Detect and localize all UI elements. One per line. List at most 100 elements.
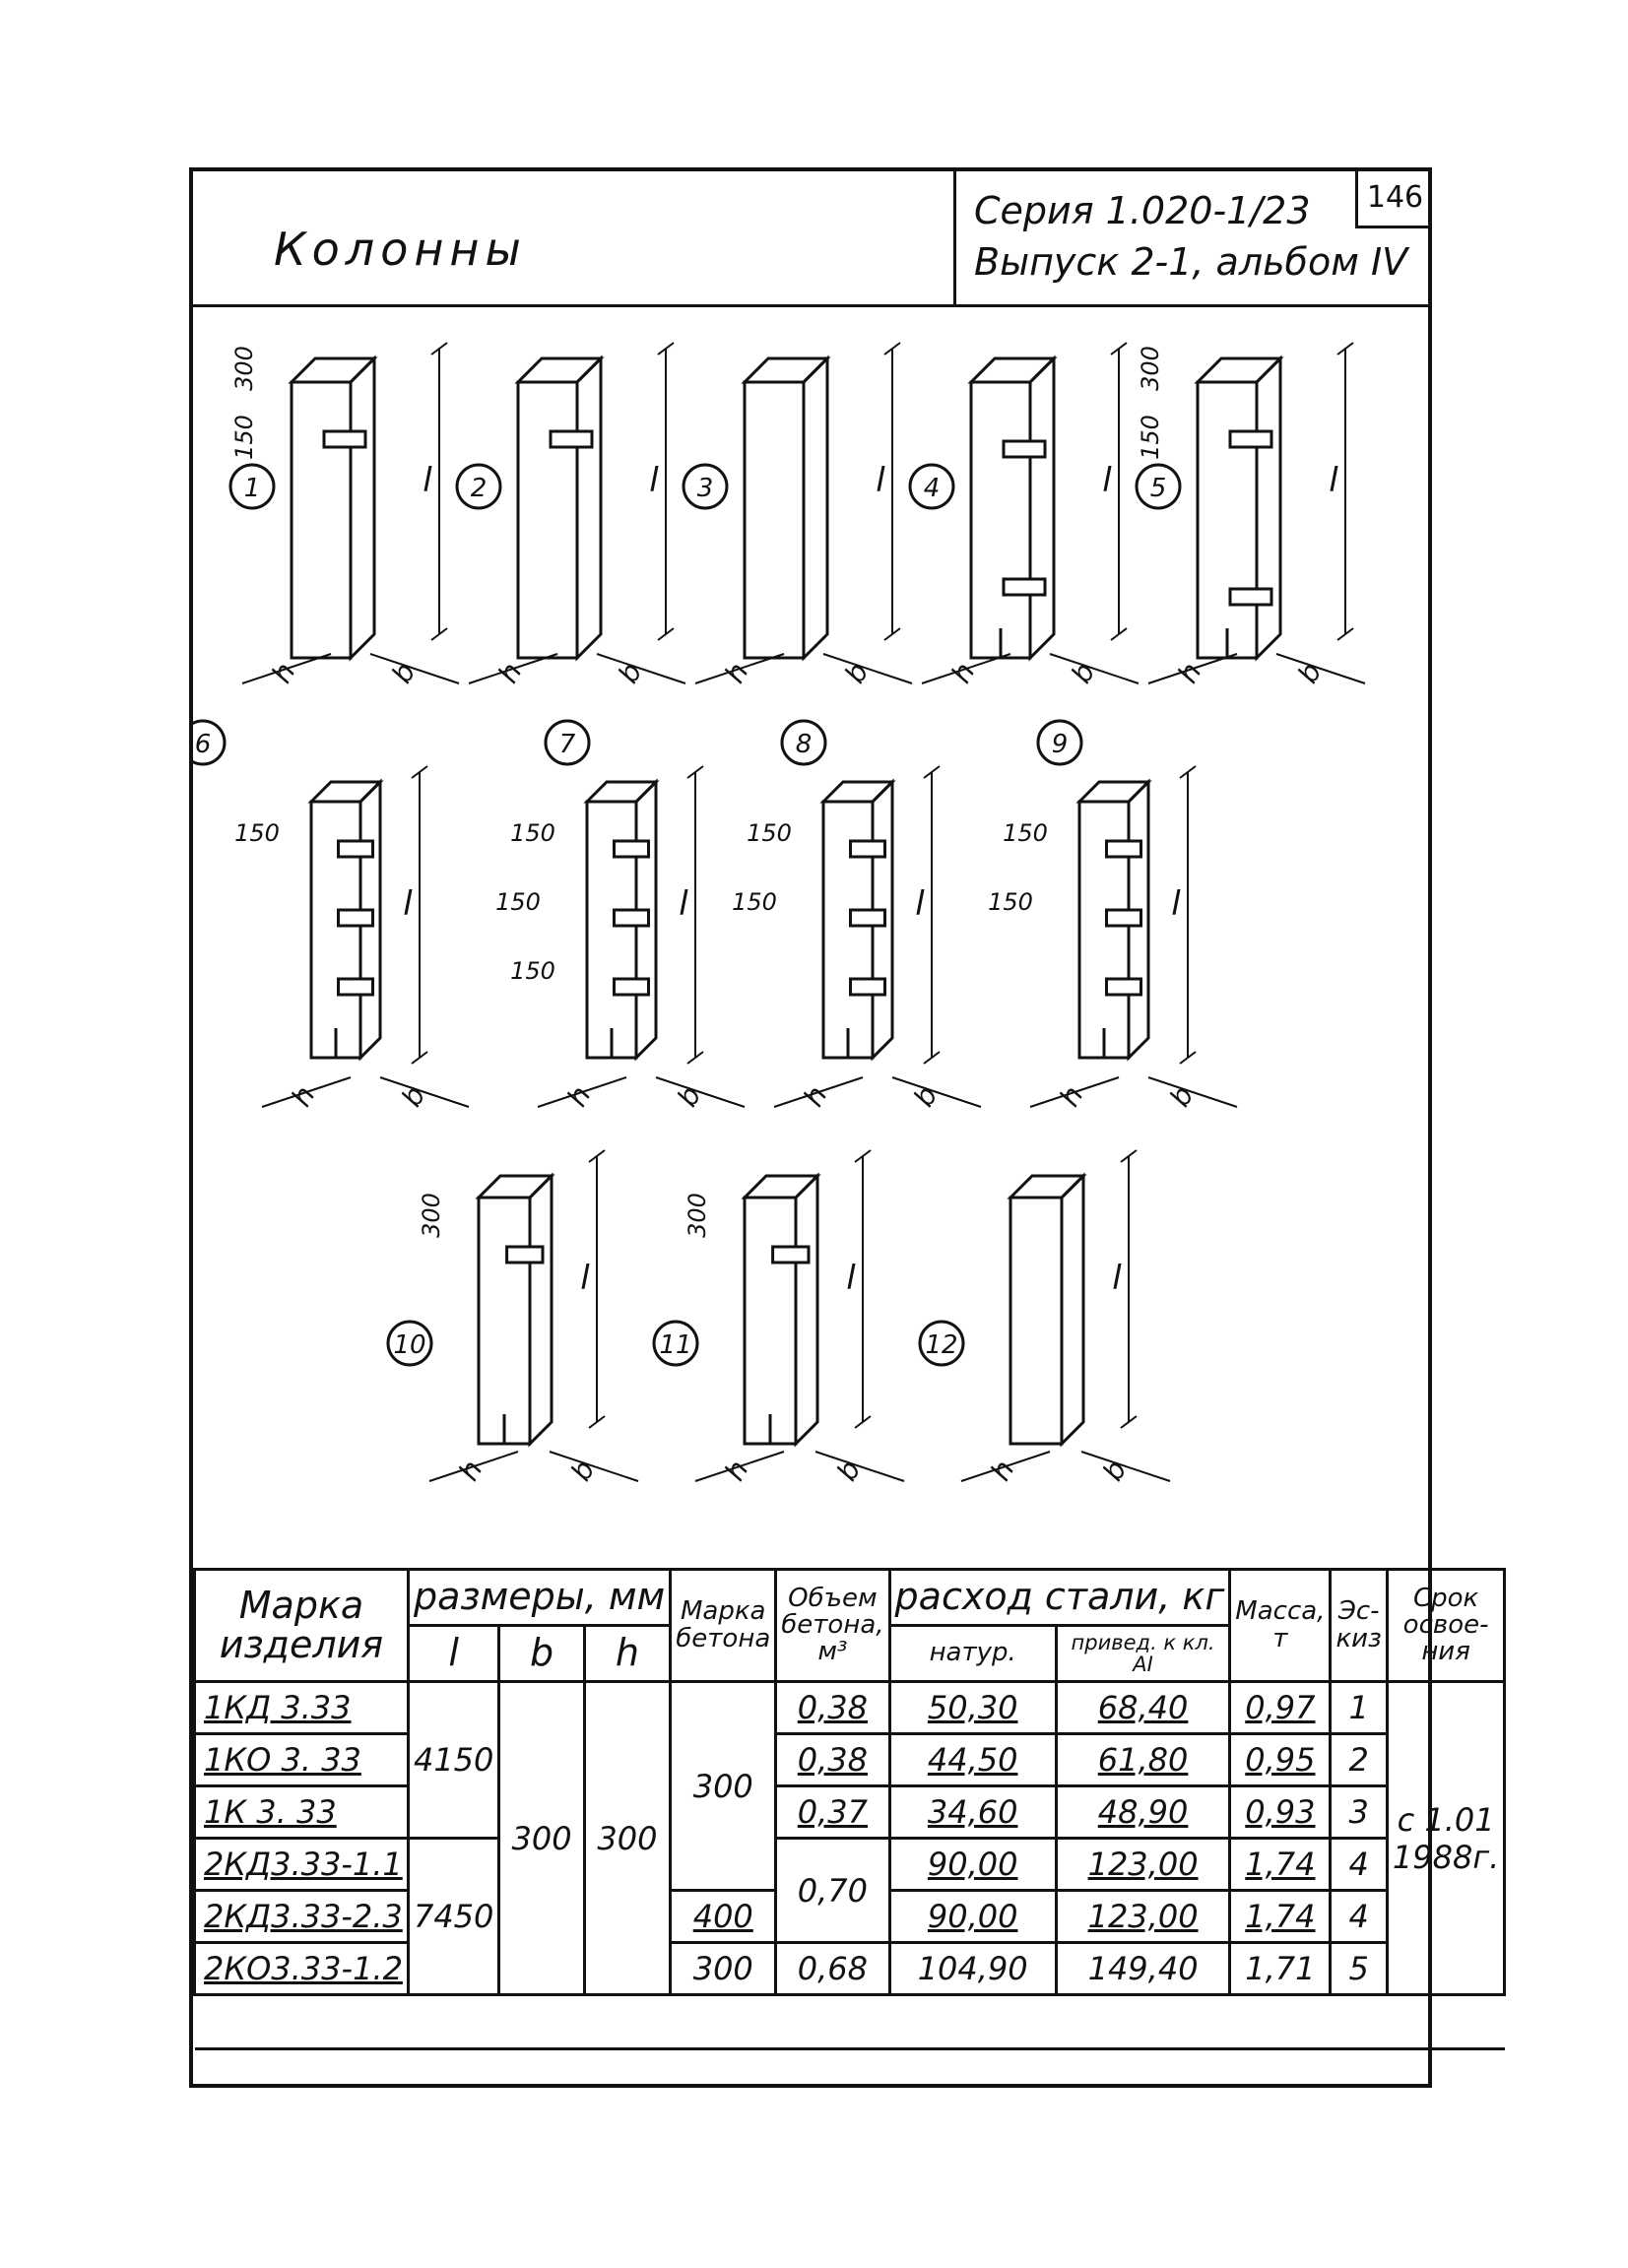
volume-cell: 0,38: [774, 1732, 891, 1787]
base-dims-8-b-label: b: [907, 1080, 944, 1112]
column-8-console: [849, 977, 886, 997]
length-dim-11-tick: [854, 1415, 872, 1429]
empty-row: [194, 1993, 1505, 2050]
base-dims-1-b-line: [369, 653, 460, 684]
column-4-console: [1002, 577, 1047, 597]
column-9-console: [1105, 839, 1142, 859]
steel-reduced-cell: 123,00: [1054, 1889, 1232, 1944]
mark-cell: 2КД3.33-2.3: [193, 1889, 410, 1944]
sketch-7-number: 7: [559, 730, 576, 759]
base-dims-7-h-label: h: [560, 1080, 597, 1112]
column-11-side: [794, 1172, 819, 1448]
dim-11-0: 300: [684, 1193, 711, 1238]
sketch-5-circle: [1135, 463, 1182, 510]
col-header-steel: расход стали, кг: [887, 1568, 1232, 1627]
length-dim-6-tick: [411, 765, 428, 779]
column-4-front: [969, 380, 1032, 660]
column-7-console: [613, 908, 650, 928]
steel-natural-cell: 90,00: [887, 1837, 1058, 1892]
volume-cell: 0,38: [774, 1680, 891, 1735]
base-dims-10-h-line: [428, 1451, 519, 1482]
base-dims-5-b-label: b: [1291, 657, 1328, 688]
sketch-4-number: 4: [924, 474, 941, 503]
sketch-cell: 1: [1329, 1680, 1389, 1735]
volume-cell: 0,68: [774, 1941, 891, 1996]
length-dim-6-label: l: [403, 884, 413, 924]
col-header-b: b: [497, 1624, 586, 1683]
mark-cell: 1КО 3. 33: [193, 1732, 410, 1787]
dim-1-0: 300: [230, 346, 258, 391]
column-7-console: [613, 839, 650, 859]
column-10-top: [475, 1174, 555, 1199]
column-11-front: [743, 1196, 798, 1446]
column-2-console: [549, 429, 594, 449]
base-dims-11-h-line: [694, 1451, 785, 1482]
sketch-9-circle: [1036, 719, 1083, 766]
length-dim-4-tick: [1110, 342, 1128, 356]
base-dims-1-b-label: b: [385, 657, 422, 688]
sketch-11-number: 11: [659, 1330, 691, 1360]
table-row: 2КД3.33-1.1 7450 0,70 90,00 123,00 1,74 …: [193, 1837, 1505, 1996]
column-4-side: [1028, 355, 1056, 662]
sheet-number: 146: [1355, 171, 1432, 228]
base-dims-5-h-line: [1147, 653, 1238, 684]
base-dims-10-b-line: [549, 1451, 639, 1482]
column-12-side: [1060, 1172, 1085, 1448]
column-9-console: [1105, 908, 1142, 928]
base-dims-11-b-line: [814, 1451, 905, 1482]
base-dims-6-h-line: [261, 1076, 352, 1108]
sketch-4-circle: [908, 463, 955, 510]
column-5-console: [1228, 587, 1273, 607]
sketch-10-circle: [386, 1320, 433, 1367]
l-cell: 7450: [406, 1837, 501, 1996]
sketch-6-number: 6: [195, 730, 212, 759]
col-header-mass: Масса, т: [1228, 1568, 1333, 1683]
steel-reduced-cell: 61,80: [1054, 1732, 1232, 1787]
column-3-side: [802, 355, 829, 662]
dim-8-0: 150: [747, 819, 792, 847]
base-dims-4-b-label: b: [1065, 657, 1101, 688]
column-2-front: [516, 380, 579, 660]
column-9-top: [1075, 780, 1152, 804]
base-dims-5-b-line: [1275, 653, 1366, 684]
base-dims-2-h-label: h: [491, 657, 528, 688]
dim-7-1: 150: [495, 888, 541, 916]
column-10-front: [477, 1196, 532, 1446]
steel-reduced-cell: 149,40: [1054, 1941, 1232, 1996]
sketch-1-number: 1: [244, 474, 261, 503]
sketch-12-circle: [918, 1320, 965, 1367]
volume-cell: 0,37: [774, 1784, 891, 1840]
concrete-grade-cell: 300: [669, 1941, 778, 1996]
column-12-front: [1009, 1196, 1064, 1446]
column-6-console: [337, 908, 374, 928]
dim-8-1: 150: [732, 888, 777, 916]
column-12-top: [1007, 1174, 1087, 1199]
base-dims-9-h-line: [1029, 1076, 1120, 1108]
sketch-3-circle: [682, 463, 729, 510]
column-4-top: [967, 356, 1058, 384]
base-dims-10-b-label: b: [564, 1455, 601, 1486]
volume-cell: 0,70: [774, 1837, 891, 1944]
column-7-top: [583, 780, 660, 804]
sketch-11-circle: [652, 1320, 699, 1367]
sketch-7-circle: [544, 719, 591, 766]
length-dim-7-tick: [686, 1051, 704, 1065]
column-4-console: [1002, 439, 1047, 459]
table-row: 1КД 3.33 4150 300 300 300 0,38 50,30 68,…: [193, 1680, 1507, 1996]
dim-7-0: 150: [510, 819, 555, 847]
length-dim-12-tick: [1120, 1149, 1138, 1163]
length-dim-4-tick: [1110, 627, 1128, 641]
length-dim-7-label: l: [679, 884, 688, 924]
dim-5-0: 300: [1137, 346, 1164, 391]
column-5-front: [1196, 380, 1259, 660]
mark-cell: 1К 3. 33: [193, 1784, 410, 1840]
steel-natural-cell: 104,90: [887, 1941, 1058, 1996]
col-header-mark: Марка изделия: [193, 1568, 410, 1683]
length-dim-10-label: l: [580, 1259, 590, 1298]
base-dims-1-h-label: h: [265, 657, 301, 688]
length-dim-12-tick: [1120, 1415, 1138, 1429]
mark-cell: 2КО3.33-1.2: [193, 1941, 410, 1996]
length-dim-9-tick: [1179, 1051, 1197, 1065]
column-5-side: [1255, 355, 1282, 662]
